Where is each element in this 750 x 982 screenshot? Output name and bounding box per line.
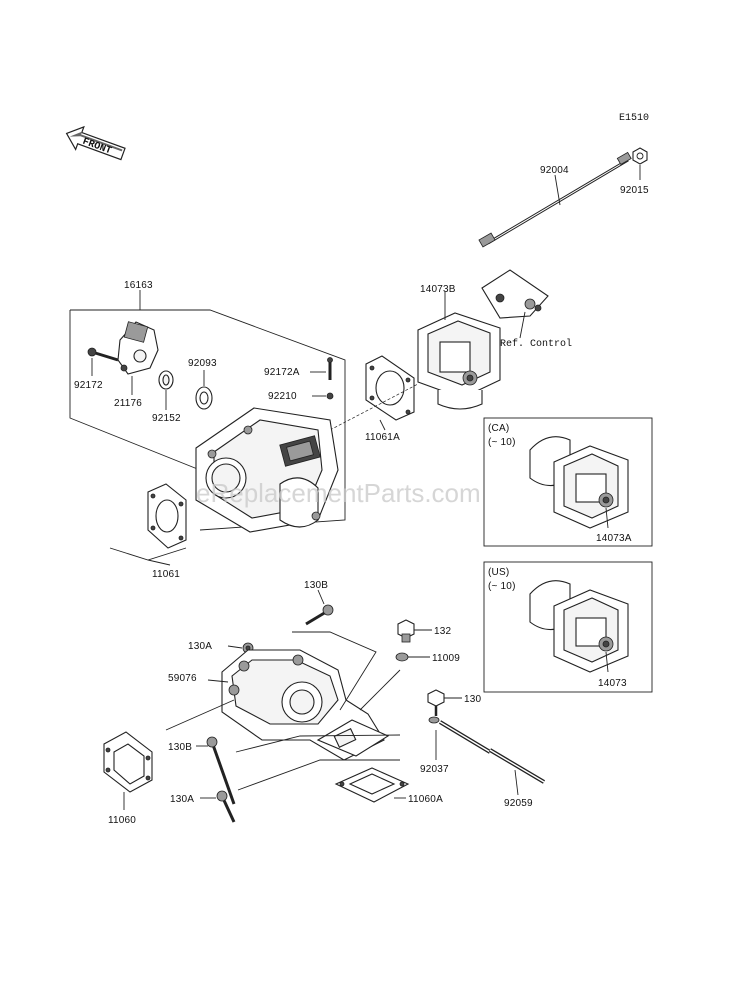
cable-92004 [478,151,632,248]
callout-130B-top: 130B [304,580,328,591]
callout-92172A: 92172A [264,367,300,378]
callout-11061: 11061 [152,569,180,580]
callout-92152: 92152 [152,413,181,424]
rod-92037 [428,716,492,754]
callout-92059: 92059 [504,798,533,809]
callout-11061A: 11061A [365,432,400,443]
gasket-11061A [365,355,415,421]
leader-59076 [207,679,229,683]
leader-92059 [514,769,519,796]
rod-92059 [488,748,546,784]
nut-92015 [632,147,648,165]
bolt-130B-bottom [206,736,236,805]
leader-92004 [554,174,561,206]
leader-middle-group [235,734,401,753]
callout-130A-top: 130A [188,641,212,652]
leader-11061 [109,547,187,561]
sensor-21176 [117,321,159,375]
callout-11009: 11009 [432,653,460,664]
callout-130B-bottom: 130B [168,742,192,753]
group-outline-manifold [292,631,377,711]
part-132 [397,619,415,643]
ca-range: (~ 10) [488,437,516,448]
gasket-11060 [103,731,153,793]
callout-92037: 92037 [420,764,449,775]
screw-92172A [327,357,333,380]
oring-92152 [158,370,174,390]
callout-92015: 92015 [620,185,649,196]
part-11009 [395,652,409,662]
leader-bottom-group [237,759,400,791]
bolt-130B-top [305,604,334,626]
gasket-11060A [334,767,410,803]
callout-16163: 16163 [124,280,153,291]
variant-box-ca: (CA) (~ 10) 14073A [483,417,653,547]
group-outline-16163 [69,310,201,471]
part-92210 [326,392,334,400]
leader-11061b [147,559,171,566]
throttle-body-assembly [195,407,339,533]
ca-part: 14073A [596,533,632,544]
diagram-code: E1510 [619,113,649,124]
screw-92172 [87,347,119,362]
leader-11060-line [165,699,235,731]
callout-92210: 92210 [268,391,297,402]
us-part: 14073 [598,678,627,689]
manifold-59076 [221,649,390,761]
callout-59076: 59076 [168,673,197,684]
bolt-130A-bottom [216,790,236,823]
callout-14073B: 14073B [420,284,456,295]
callout-92004: 92004 [540,165,569,176]
leader-130B-top [317,589,325,605]
leader-11009-group [359,669,401,711]
callout-130A-bottom: 130A [170,794,194,805]
leader-11061A [379,419,386,431]
callout-11060: 11060 [108,815,136,826]
watermark: eReplacementParts.com [196,478,481,508]
callout-92093: 92093 [188,358,217,369]
callout-21176: 21176 [114,398,142,409]
leader-ref [519,311,526,339]
us-range: (~ 10) [488,581,516,592]
us-region: (US) [488,567,509,578]
callout-132: 132 [434,626,452,637]
ca-region: (CA) [488,423,509,434]
bolt-130 [427,689,445,716]
gasket-11061 [147,483,187,549]
callout-11060A: 11060A [408,794,443,805]
callout-130: 130 [464,694,482,705]
front-arrow-icon: FRONT [65,125,126,161]
ref-control-note: Ref. Control [500,338,572,350]
leader-130A-top [227,645,243,649]
variant-box-us: (US) (~ 10) 14073 [483,561,653,693]
washer-92093 [195,386,213,410]
callout-92172: 92172 [74,380,103,391]
throttle-housing-14073B [417,269,549,410]
